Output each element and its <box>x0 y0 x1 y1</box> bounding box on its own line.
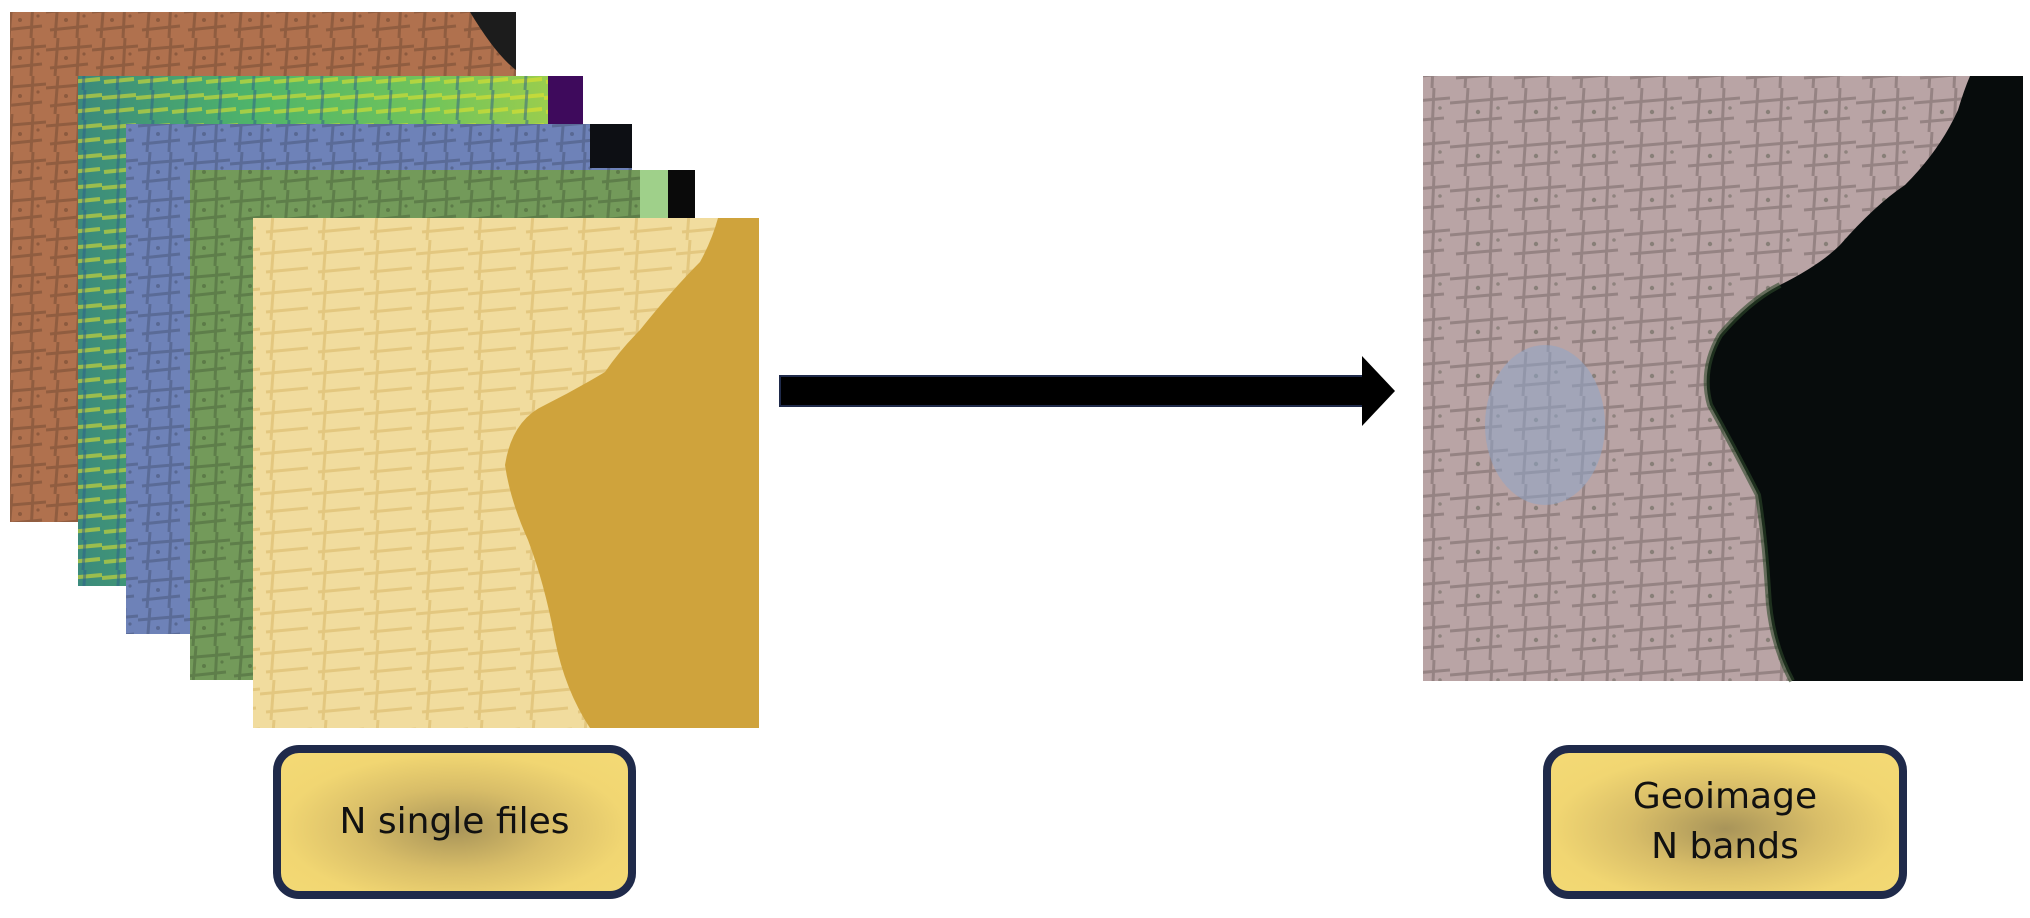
label-box-output: Geoimage N bands <box>1543 745 1907 899</box>
transform-arrow <box>779 356 1395 426</box>
water-region-composite <box>1706 76 2023 681</box>
composite-image <box>1423 76 2023 683</box>
label-input-files: N single files <box>339 801 570 842</box>
label-output-line2: N bands <box>1651 826 1799 867</box>
label-box-input: N single files <box>273 745 636 899</box>
water-region-layer-5 <box>505 218 759 728</box>
band-layer-5 <box>253 218 759 728</box>
label-output-line1: Geoimage <box>1632 776 1818 817</box>
